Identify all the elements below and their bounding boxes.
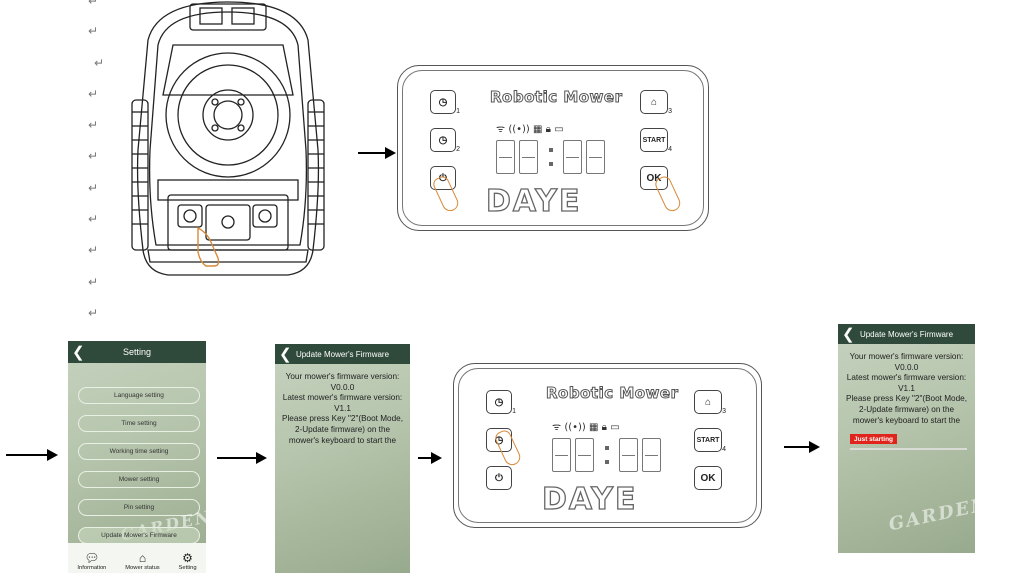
clock-wifi-icon: ◷ [438,96,448,108]
arrow-5 [784,441,820,453]
digit [586,140,605,174]
signal-icon: ((•)) [508,124,530,135]
wifi-key[interactable]: ◷1 [430,90,460,115]
battery-icon: ▭ [554,124,564,135]
digit [496,140,515,174]
wifi-icon: ᯤ [496,124,506,135]
wifi-key[interactable]: ◷1 [486,390,516,415]
nav-mower-status[interactable]: ⌂Mower status [125,551,160,571]
menu-item-working-time[interactable]: Working time setting [78,443,200,460]
gear-icon: ⚙ [182,551,193,565]
back-icon[interactable]: ❮ [842,326,855,343]
clock-key[interactable]: ◷2 [430,128,460,153]
nav-setting[interactable]: ⚙Setting [178,551,197,571]
clock-wifi-icon: ◷ [494,396,504,408]
firmware-screen-1: ❮ Update Mower's Firmware Your mower's f… [275,344,410,573]
ok-key[interactable]: OK [640,166,668,190]
settings-screen: ❮ Setting Language setting Time setting … [68,341,206,573]
firmware-text: Your mower's firmware version: V0.0.0 La… [846,352,967,425]
status-icons: ᯤ ((•)) ▦ 🔒︎ ▭ [496,121,564,135]
digit [519,140,538,174]
status-icons: ᯤ ((•)) ▦ 🔒︎ ▭ [552,419,620,433]
power-key[interactable]: ⏻ [430,166,456,190]
ok-key[interactable]: OK [694,466,722,490]
home-key[interactable]: ⌂3 [640,90,672,115]
clock-icon: ◷ [494,434,504,446]
nav-information[interactable]: 💬︎Information [77,551,107,571]
firmware-header: ❮ Update Mower's Firmware [838,324,975,344]
home-icon: ⌂ [704,396,712,408]
power-icon: ⏻ [495,472,503,484]
firmware-title: Update Mower's Firmware [295,349,390,359]
clock-icon: ◷ [438,134,448,146]
garden-watermark: GARDEN [886,493,975,536]
gps-icon: ▦ [589,422,599,433]
lock-icon: 🔒︎ [601,422,607,433]
firmware-title: Update Mower's Firmware [859,329,954,339]
back-icon[interactable]: ❮ [279,346,292,363]
power-key[interactable]: ⏻ [486,466,512,490]
panel-title: Robotic Mower [545,384,679,403]
progress-track [850,448,967,450]
arrow-3 [217,452,267,464]
arrow-1 [358,147,396,159]
firmware-text: Your mower's firmware version: V0.0.0 La… [282,372,403,445]
home-icon: ⌂ [650,96,658,108]
lock-icon: 🔒︎ [545,124,551,135]
digit [619,438,638,472]
firmware-header: ❮ Update Mower's Firmware [275,344,410,364]
signal-icon: ((•)) [564,422,586,433]
wifi-icon: ᯤ [552,422,562,433]
arrow-2 [6,449,58,461]
clock-key[interactable]: ◷ [486,428,512,452]
menu-item-mower[interactable]: Mower setting [78,471,200,488]
chat-icon: 💬︎ [84,551,100,565]
settings-title: Setting [122,347,152,357]
menu-item-language[interactable]: Language setting [78,387,200,404]
mower-top-view-illustration [131,1,325,276]
home-icon: ⌂ [138,551,147,565]
battery-icon: ▭ [610,422,620,433]
firmware-screen-2: ❮ Update Mower's Firmware Your mower's f… [838,324,975,553]
progress-status: Just starting [850,434,898,444]
power-icon: ⏻ [439,172,447,184]
menu-item-pin[interactable]: Pin setting [78,499,200,516]
menu-item-update-firmware[interactable]: Update Mower's Firmware [78,527,200,544]
gps-icon: ▦ [533,124,543,135]
settings-header: ❮ Setting [68,341,206,363]
digit [642,438,661,472]
menu-item-time[interactable]: Time setting [78,415,200,432]
digit [563,140,582,174]
home-key[interactable]: ⌂3 [694,390,726,415]
arrow-4 [418,452,442,464]
panel-brand: DAYE [485,183,582,219]
digit [575,438,594,472]
panel-brand: DAYE [541,481,638,517]
back-icon[interactable]: ❮ [72,344,85,361]
panel-title: Robotic Mower [489,88,623,107]
bottom-nav: 💬︎Information ⌂Mower status ⚙Setting [68,543,206,573]
digit [552,438,571,472]
